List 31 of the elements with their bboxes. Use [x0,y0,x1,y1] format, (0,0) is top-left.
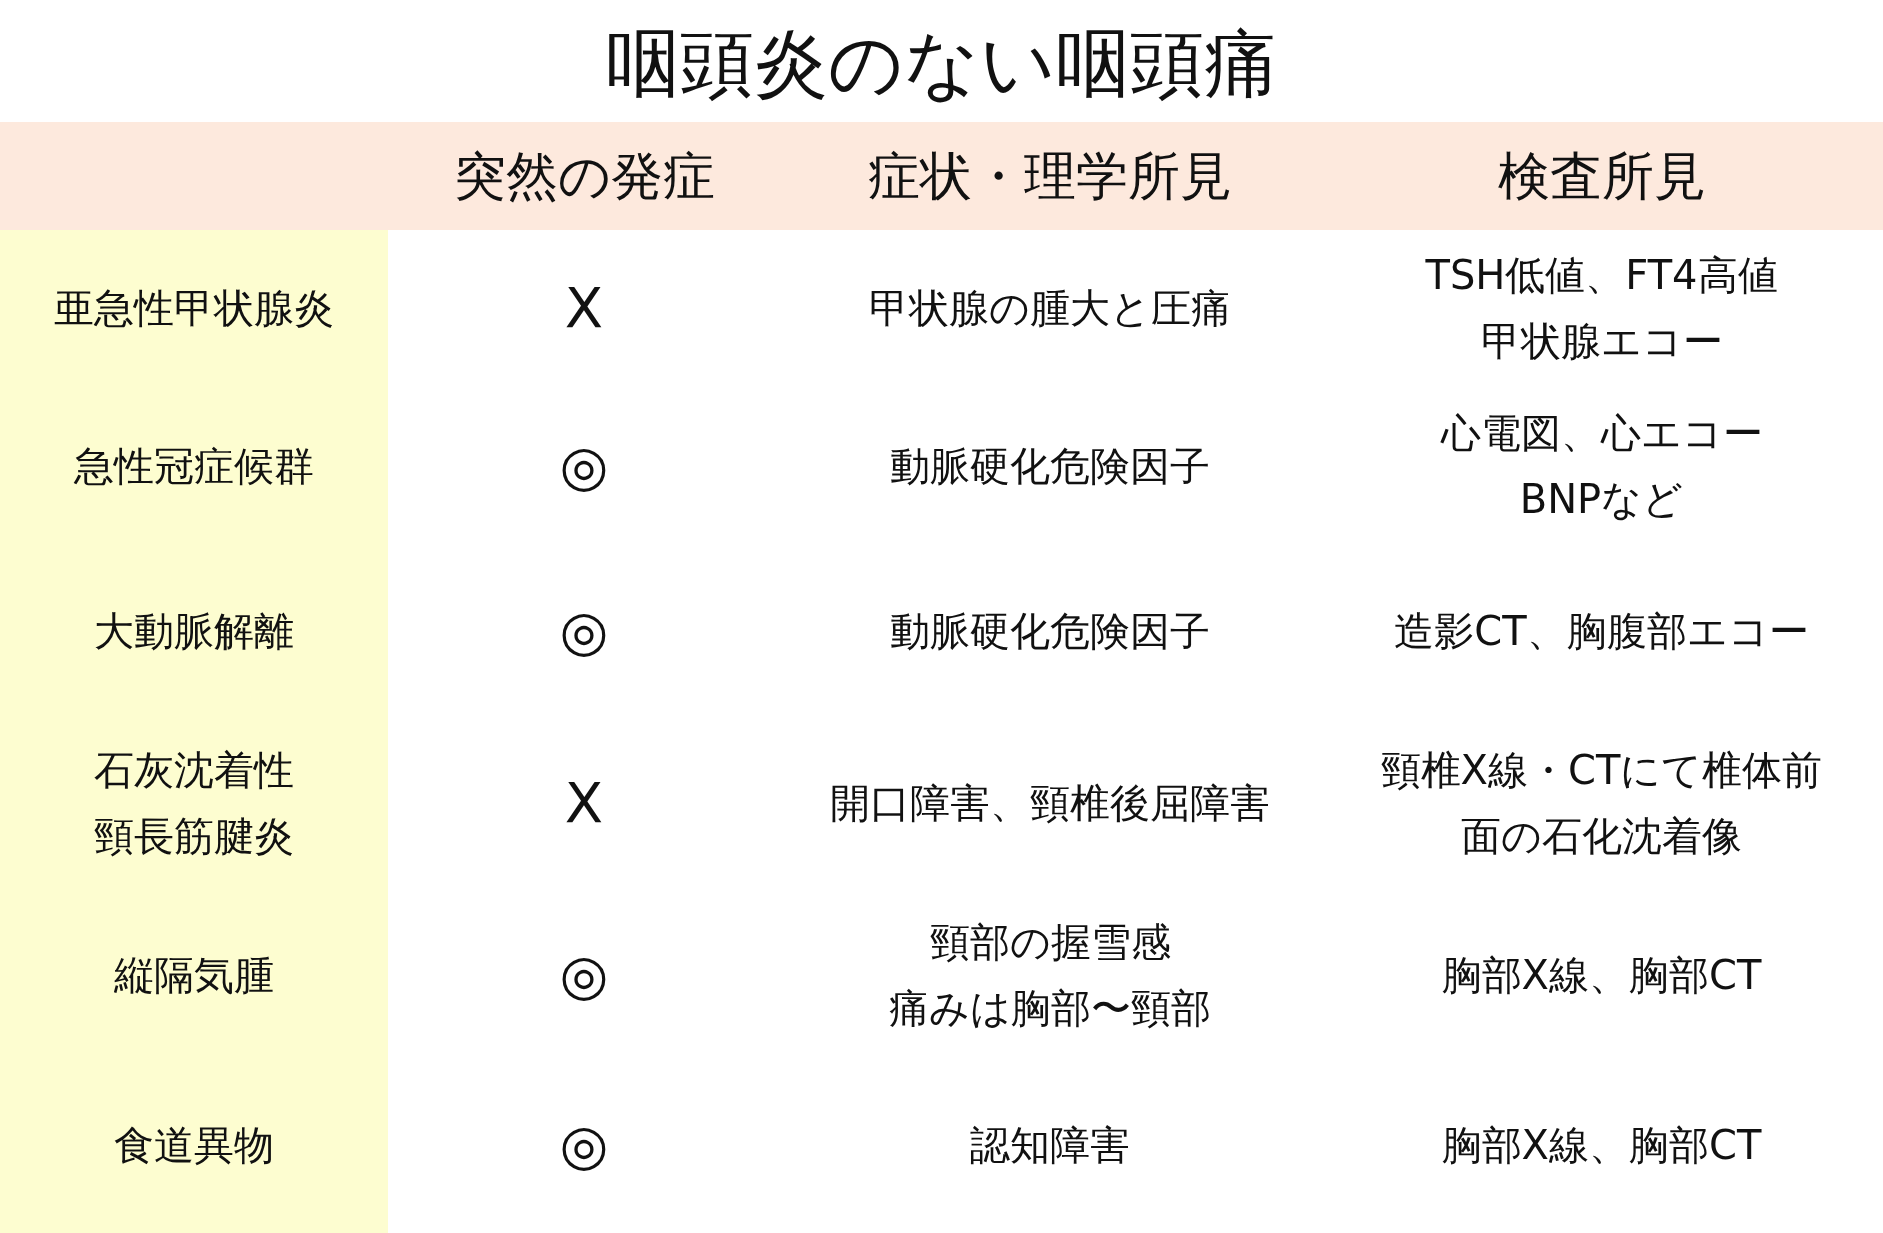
row-label: 急性冠症候群 [74,442,314,491]
column-header: 突然の発症 [453,146,715,206]
row-label: 大動脈解離 [94,607,294,656]
cell-text: 動脈硬化危険因子 [890,442,1210,491]
cell-text: 甲状腺の腫大と圧痛 [869,283,1231,333]
cell-text: 認知障害 [970,1121,1130,1170]
onset-mark: X [564,274,604,341]
cell-text: 痛みは胸部〜頸部 [889,984,1211,1033]
column-header: 症状・理学所見 [868,146,1232,206]
onset-mark: ◎ [559,1112,609,1178]
column-header: 検査所見 [1497,146,1706,206]
cell-text: 頸椎X線・CTにて椎体前面の石化沈着像 [1379,745,1824,861]
onset-mark: ◎ [559,598,609,664]
cell-text: BNPなど [1519,475,1684,524]
cell-text: 頸部の握雪感 [929,918,1171,967]
row-label: 縦隔気腫 [114,951,274,1000]
cell-text: 胸部X線、胸部CT [1441,1121,1762,1170]
cell-text: 心電図、心エコー [1440,409,1763,458]
cell-text: 造影CT、胸腹部エコー [1394,607,1809,656]
onset-mark: X [564,769,604,836]
row-label: 亜急性甲状腺炎 [54,283,334,333]
table-title: 咽頭炎のない咽頭痛 [604,19,1279,108]
row-label: 石灰沈着性頸長筋腱炎 [93,745,295,861]
cell-text: 動脈硬化危険因子 [890,607,1210,656]
cell-text: 甲状腺エコー [1480,316,1723,366]
cell-text: 開口障害、頸椎後屈障害 [830,778,1270,828]
cell-text: 胸部X線、胸部CT [1441,951,1762,1000]
cell-text: TSH低値、FT4高値 [1425,250,1778,300]
onset-mark: ◎ [559,433,609,499]
onset-mark: ◎ [559,942,609,1008]
row-label: 食道異物 [114,1121,274,1170]
